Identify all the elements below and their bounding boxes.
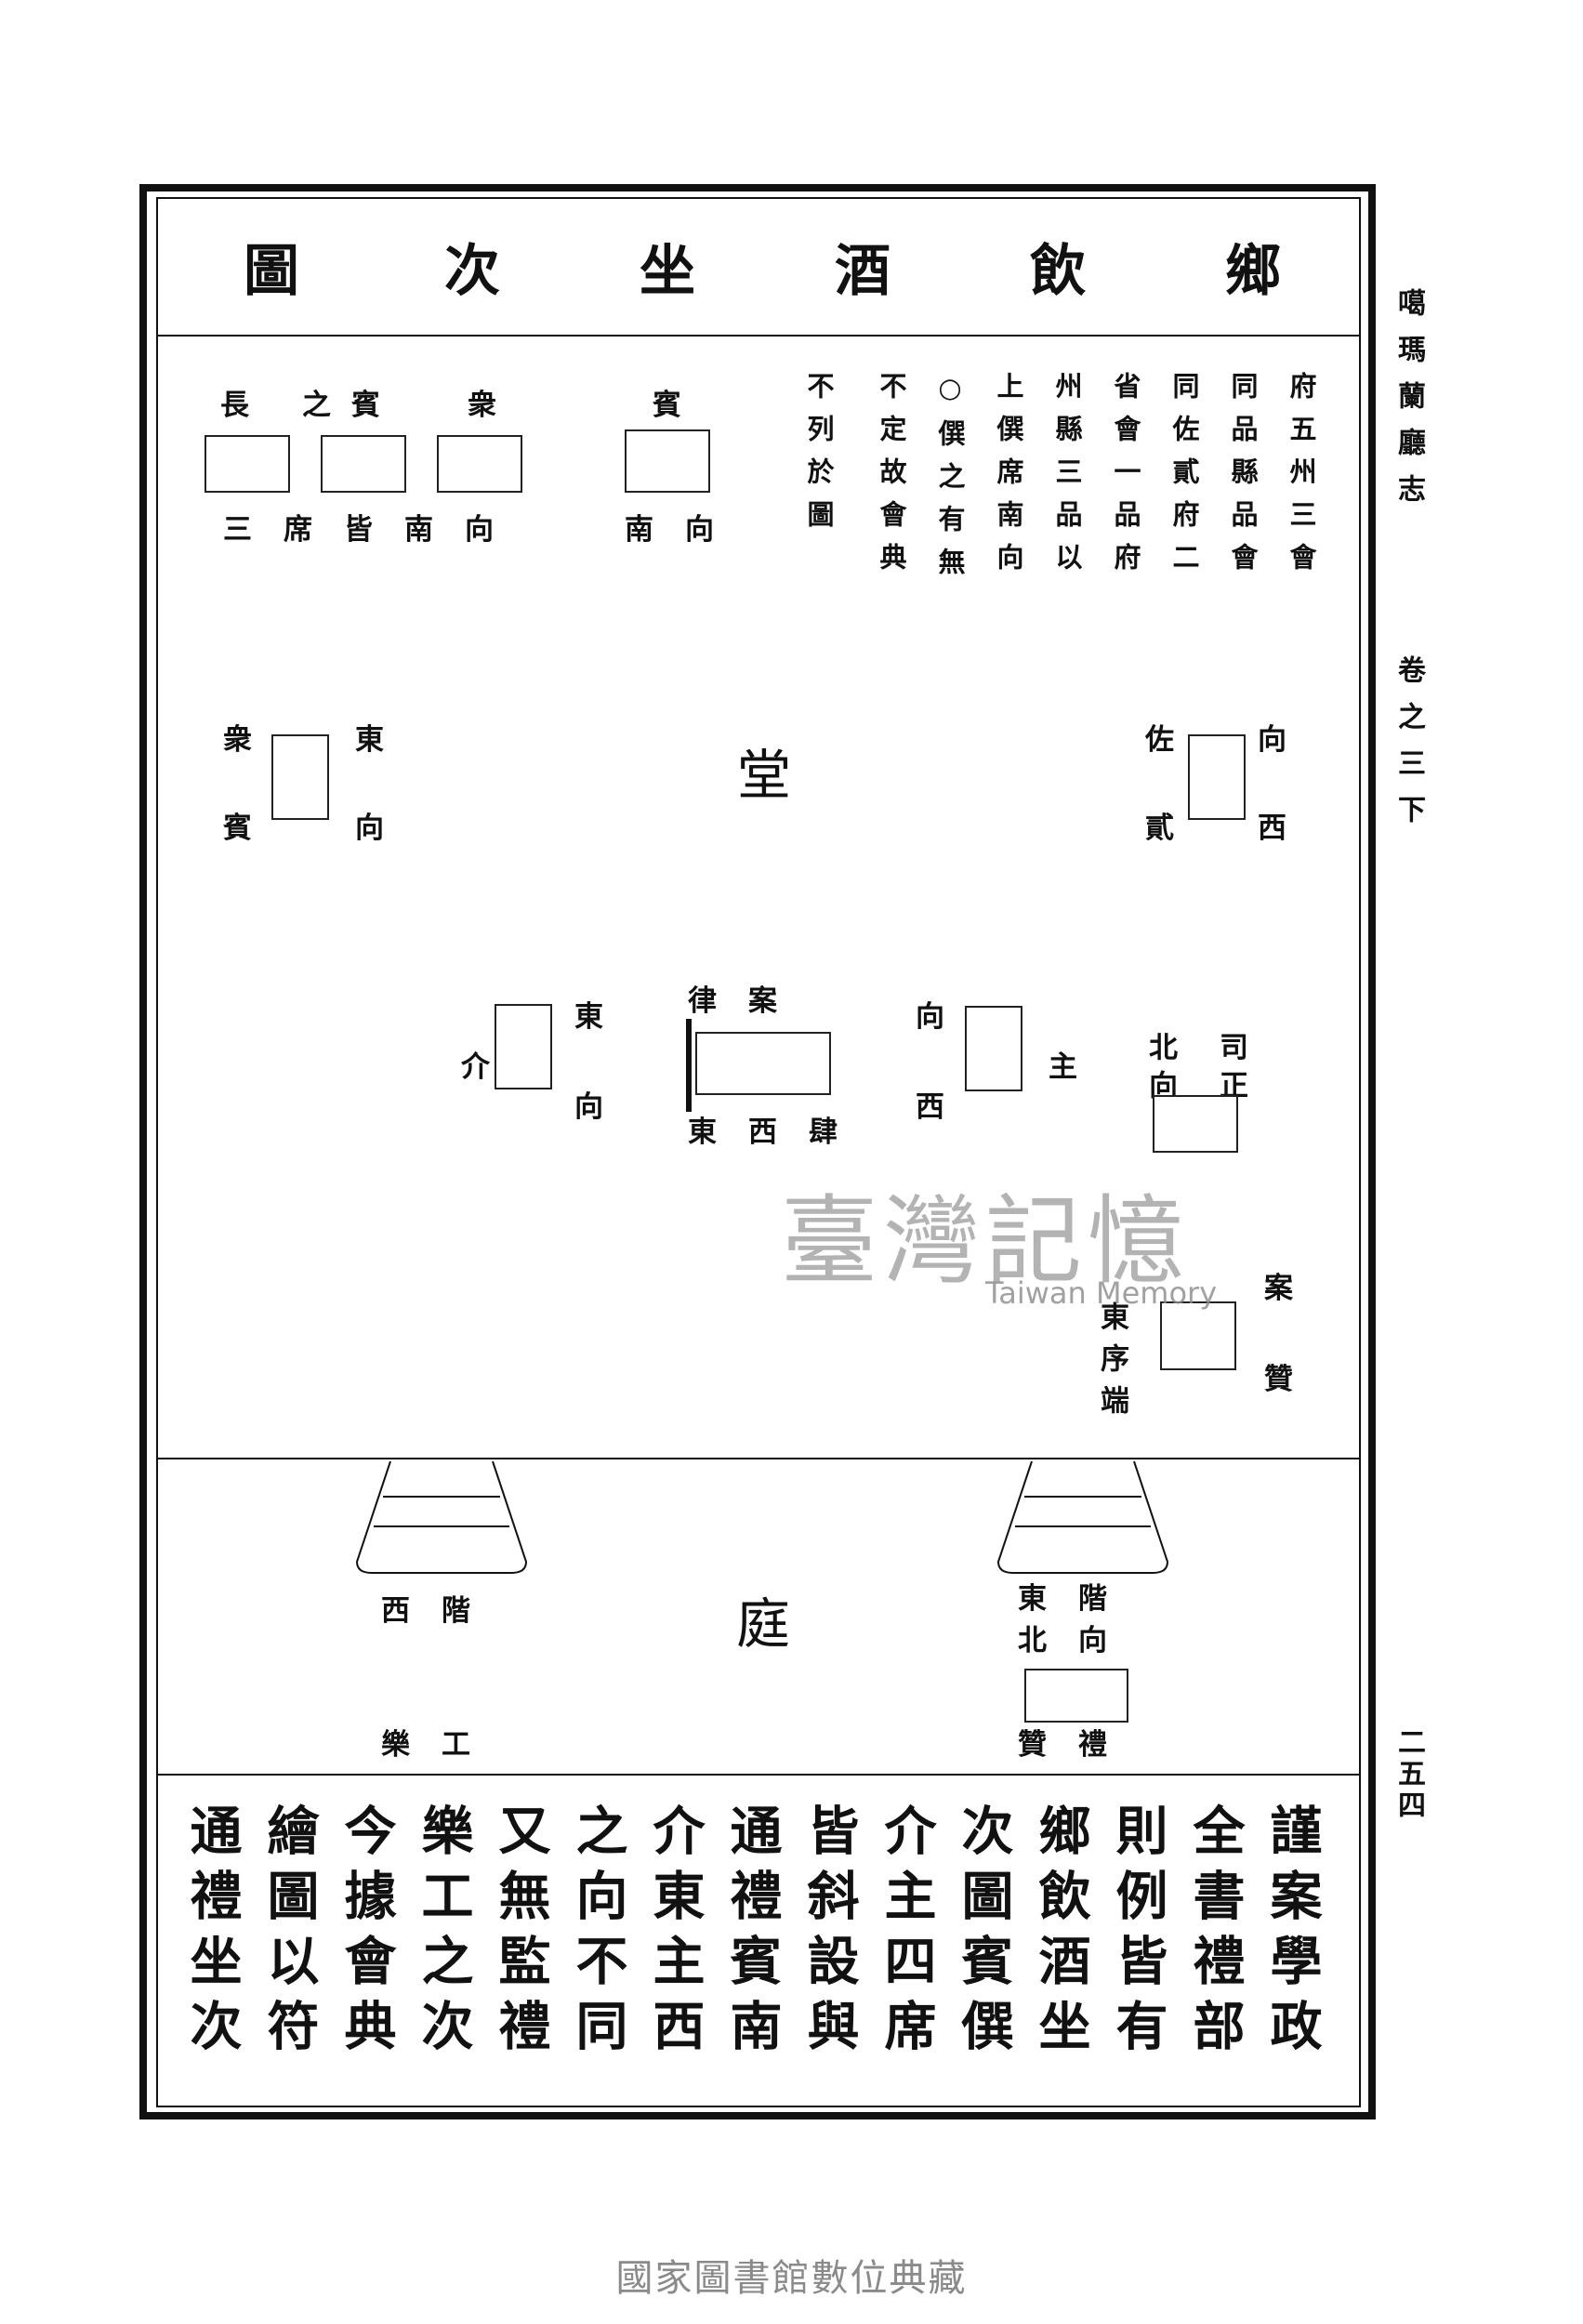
zhong-bin-seat-1 <box>204 435 290 493</box>
volume-label: 卷之三下 <box>1392 655 1425 841</box>
zan-li-courtyard-seat <box>1024 1669 1128 1723</box>
bottom-column-3: 則例皆有 <box>1107 1803 1168 2064</box>
bin-zhong-label: 賓 <box>351 389 380 422</box>
lu-an-label: 律案 <box>688 984 809 1018</box>
note-column-7: ○僎之有無 <box>934 372 966 590</box>
zhu-west-bottom: 西 <box>916 1090 944 1124</box>
zhong-bin-seat-2 <box>321 435 406 493</box>
note-column-3: 同佐貳府二 <box>1168 372 1200 586</box>
bottom-column-7: 皆斜設與 <box>798 1803 860 2064</box>
outer-frame <box>139 184 1376 2119</box>
east-stairs <box>996 1460 1169 1574</box>
watermark-en: Taiwan Memory <box>985 1275 1218 1311</box>
hall-divider <box>156 1458 1361 1459</box>
bottom-column-8: 通禮賓南 <box>721 1803 783 2064</box>
east-xu-duan-label: 東序端 <box>1095 1301 1128 1427</box>
zhong-label: 衆 <box>468 389 496 422</box>
zhong-bin-seat-3 <box>437 435 522 493</box>
east-facing-bottom: 向 <box>355 812 384 845</box>
title-char-5: 次 <box>444 239 500 304</box>
zan-li-seat <box>1160 1301 1236 1370</box>
si-zheng-seat <box>1153 1095 1238 1153</box>
note-column-2: 同品縣品會 <box>1227 372 1259 586</box>
bottom-column-2: 全書禮部 <box>1184 1803 1246 2064</box>
bottom-column-9: 介東主西 <box>644 1803 706 2064</box>
east-zhong-bin-seat <box>271 734 329 820</box>
ceremony-label: 贊禮 <box>1018 1728 1139 1762</box>
west-facing-top: 向 <box>1258 723 1286 757</box>
hall-label: 堂 <box>737 744 792 807</box>
note-column-1: 府五州三會 <box>1286 372 1317 586</box>
zan-label: 贊 <box>1264 1363 1293 1396</box>
three-seats-south-label: 三席皆南向 <box>223 513 525 547</box>
west-stairs <box>355 1460 528 1574</box>
east-bin-label: 賓 <box>223 812 252 845</box>
west-stairs-label: 西階 <box>381 1594 502 1628</box>
bottom-column-10: 之向不同 <box>567 1803 628 2064</box>
bottom-column-4: 鄉飲酒坐 <box>1030 1803 1091 2064</box>
west-zuo-er-seat <box>1188 734 1246 820</box>
bottom-column-5: 次圖賓僎 <box>953 1803 1014 2064</box>
east-facing-top: 東 <box>355 723 384 757</box>
east-stairs-north-label: 北向 <box>1018 1624 1139 1657</box>
inner-frame <box>156 197 1361 2107</box>
jie-east-top: 東 <box>574 1000 603 1034</box>
title-char-3: 酒 <box>835 239 890 304</box>
gazetteer-title: 噶瑪蘭廳志 <box>1392 288 1425 521</box>
west-zuo-label: 佐 <box>1145 723 1174 757</box>
lu-an-bar <box>686 1019 692 1112</box>
an-label: 案 <box>1264 1272 1293 1305</box>
bottom-column-13: 今據會典 <box>336 1803 397 2064</box>
bottom-column-11: 又無監禮 <box>490 1803 551 2064</box>
title-char-6: 圖 <box>244 239 299 304</box>
bottom-column-6: 介主四席 <box>876 1803 937 2064</box>
zhu-label: 主 <box>1049 1050 1077 1084</box>
footer-credit: 國家圖書館數位典藏 <box>615 2257 968 2300</box>
bottom-column-1: 謹案學政 <box>1261 1803 1323 2064</box>
title-char-4: 坐 <box>640 239 695 304</box>
watermark-cn: 臺灣記憶 <box>781 1184 1191 1298</box>
east-zhong-label: 衆 <box>223 723 252 757</box>
bottom-text-divider <box>156 1774 1361 1776</box>
courtyard-label: 庭 <box>736 1592 791 1656</box>
zhi-label: 之 <box>302 389 331 422</box>
bottom-column-15: 通禮坐次 <box>181 1803 243 2064</box>
lu-an-table <box>695 1032 831 1095</box>
lu-an-position-label: 東西肆 <box>688 1116 869 1149</box>
bin-label: 賓 <box>653 389 681 422</box>
note-column-8: 不定故會典 <box>876 372 907 586</box>
bin-seat <box>625 429 710 493</box>
zhang-label: 長 <box>220 389 249 422</box>
note-column-6: 上僎席南向 <box>993 372 1024 586</box>
bin-south-label: 南向 <box>625 513 745 547</box>
note-column-5: 州縣三品以 <box>1051 372 1083 586</box>
jie-seat <box>495 1004 552 1089</box>
note-column-9: 不列於圖 <box>803 372 835 543</box>
east-stairs-label: 東階 <box>1018 1582 1139 1616</box>
zhu-seat <box>965 1006 1022 1091</box>
title-char-2: 飲 <box>1030 239 1086 304</box>
bottom-column-14: 繪圖以符 <box>258 1803 320 2064</box>
west-facing-bottom: 西 <box>1258 812 1286 845</box>
page-number: 二五四 <box>1392 1727 1425 1822</box>
note-column-4: 省會一品府 <box>1110 372 1141 586</box>
jie-east-bottom: 向 <box>574 1090 603 1124</box>
title-divider <box>156 335 1361 337</box>
bottom-column-12: 樂工之次 <box>413 1803 474 2064</box>
west-er-label: 貳 <box>1145 812 1174 845</box>
title-char-1: 鄉 <box>1225 239 1281 304</box>
zhu-west-top: 向 <box>916 1000 944 1034</box>
jie-label: 介 <box>461 1050 490 1084</box>
music-label: 樂工 <box>381 1728 502 1762</box>
